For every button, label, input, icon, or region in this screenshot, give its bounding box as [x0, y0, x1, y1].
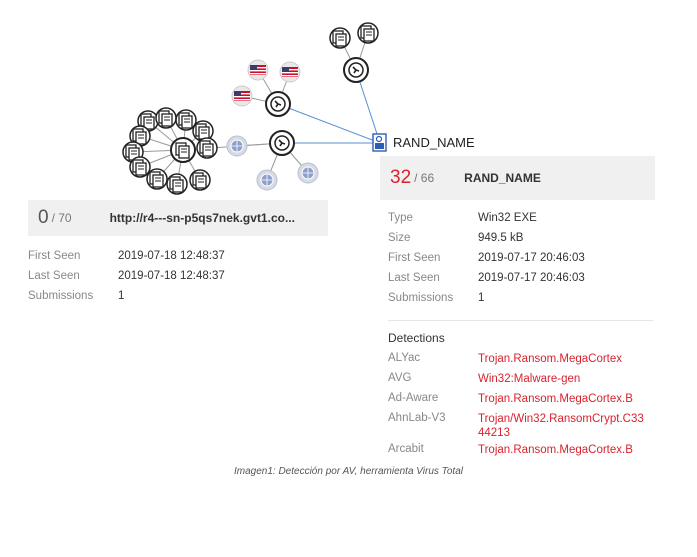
av-engine: ALYac [388, 352, 421, 364]
av-result: Trojan.Ransom.MegaCortex.B [478, 393, 633, 405]
info-row: Last Seen 2019-07-18 12:48:37 [28, 266, 328, 286]
info-key: Last Seen [388, 272, 440, 284]
detections-heading: Detections [388, 331, 445, 345]
info-row: Last Seen 2019-07-17 20:46:03 [388, 268, 655, 288]
detection-row: Ad-Aware Trojan.Ransom.MegaCortex.B [388, 389, 655, 409]
av-engine: Arcabit [388, 443, 424, 455]
url-summary-card: 0 / 70 http://r4---sn-p5qs7nek.gvt1.co..… [28, 200, 328, 306]
info-key: Submissions [388, 292, 454, 304]
av-result: Trojan.Ransom.MegaCortex.B [478, 444, 633, 456]
info-row: First Seen 2019-07-17 20:46:03 [388, 248, 655, 268]
detection-row: AhnLab-V3 Trojan/Win32.RansomCrypt.C33442… [388, 409, 655, 440]
info-value: Win32 EXE [478, 212, 537, 224]
domain-hub-icon[interactable] [269, 130, 295, 156]
info-value: 2019-07-18 12:48:37 [118, 250, 225, 262]
file-summary-card: 32 / 66 RAND_NAME Type Win32 EXE Size 949.… [380, 156, 655, 460]
detection-row: ALYac Trojan.Ransom.MegaCortex [388, 349, 655, 369]
av-engine: Ad-Aware [388, 392, 439, 404]
info-value: 2019-07-17 20:46:03 [478, 272, 585, 284]
info-key: Type [388, 212, 413, 224]
info-key: Submissions [28, 290, 94, 302]
info-row: Submissions 1 [388, 288, 655, 308]
file-node-icon[interactable] [357, 22, 379, 44]
detection-score: 0 [38, 207, 49, 228]
domain-hub-icon[interactable] [343, 57, 369, 83]
file-card-header[interactable]: 32 / 66 RAND_NAME [380, 156, 655, 200]
url-title-link[interactable]: http://r4---sn-p5qs7nek.gvt1.co... [109, 211, 295, 225]
url-card-header[interactable]: 0 / 70 http://r4---sn-p5qs7nek.gvt1.co..… [28, 200, 328, 236]
file-title-link[interactable]: RAND_NAME [464, 171, 541, 185]
us-flag-icon[interactable] [279, 61, 301, 83]
info-row: Type Win32 EXE [388, 208, 655, 228]
info-row: Submissions 1 [28, 286, 328, 306]
us-flag-icon[interactable] [247, 59, 269, 81]
divider [388, 320, 653, 321]
url-hub-icon[interactable] [170, 137, 196, 163]
main-node-label: RAND_NAME [393, 135, 475, 150]
info-key: First Seen [388, 252, 441, 264]
exe-file-icon[interactable] [372, 133, 387, 152]
av-result: Trojan.Ransom.MegaCortex [478, 353, 623, 365]
domain-hub-icon[interactable] [265, 91, 291, 117]
info-key: First Seen [28, 250, 81, 262]
detection-total: / 70 [51, 211, 72, 225]
av-result: Win32:Malware-gen [478, 373, 581, 385]
info-value: 1 [118, 290, 125, 302]
info-value: 2019-07-18 12:48:37 [118, 270, 225, 282]
us-flag-icon[interactable] [231, 85, 253, 107]
file-node-icon[interactable] [329, 27, 351, 49]
relations-graph[interactable] [0, 0, 697, 200]
info-row: First Seen 2019-07-18 12:48:37 [28, 246, 328, 266]
detection-total: / 66 [414, 171, 435, 185]
info-key: Size [388, 232, 411, 244]
file-node-icon[interactable] [122, 107, 218, 195]
info-row: Size 949.5 kB [388, 228, 655, 248]
info-key: Last Seen [28, 270, 80, 282]
av-result: Trojan/Win32.RansomCrypt.C3344213 [478, 413, 644, 439]
detection-row: AVG Win32:Malware-gen [388, 369, 655, 389]
info-value: 949.5 kB [478, 232, 524, 244]
detection-score: 32 [390, 167, 412, 188]
figure-caption: Imagen1: Detección por AV, herramienta V… [233, 466, 463, 477]
av-engine: AhnLab-V3 [388, 412, 446, 424]
detection-row: Arcabit Trojan.Ransom.MegaCortex.B [388, 440, 655, 460]
info-value: 1 [478, 292, 485, 304]
url-globe-icon[interactable] [226, 135, 248, 157]
url-globe-icon[interactable] [256, 169, 278, 191]
av-engine: AVG [388, 372, 412, 384]
info-value: 2019-07-17 20:46:03 [478, 252, 585, 264]
url-globe-icon[interactable] [297, 162, 319, 184]
